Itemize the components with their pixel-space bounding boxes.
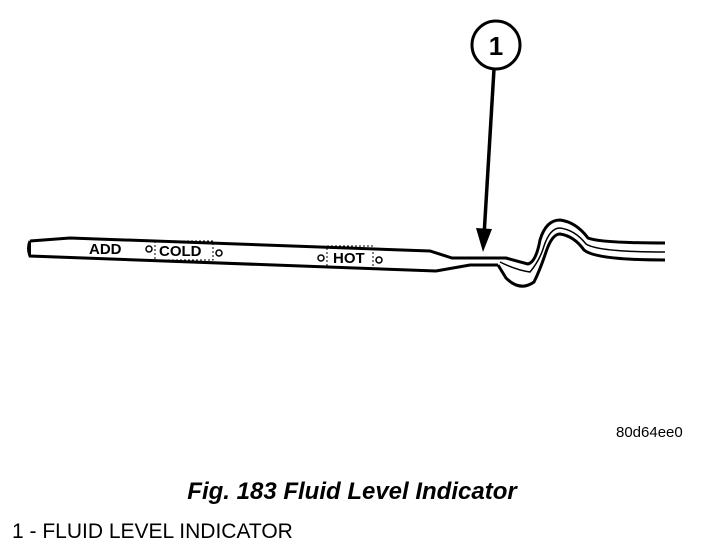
- cold-mark-label: COLD: [159, 243, 202, 260]
- dipstick-handle-wire-inner: [496, 232, 666, 288]
- dipstick-handle-wire-middle: [499, 227, 666, 273]
- hot-zone-left-dot: [317, 254, 325, 262]
- dipstick-blade-top-edge: [29, 236, 498, 260]
- callout-circle: [470, 19, 522, 71]
- callout-leader-line: [482, 68, 496, 237]
- dipstick-handle-wire-outer: [490, 218, 666, 266]
- hot-zone-right-dot: [375, 256, 383, 264]
- callout-number: 1: [489, 31, 503, 61]
- figure-legend: 1 - FLUID LEVEL INDICATOR: [12, 520, 293, 543]
- image-code-label: 80d64ee0: [616, 424, 683, 441]
- add-mark-label: ADD: [89, 241, 122, 258]
- hot-mark-label: HOT: [333, 250, 365, 267]
- hot-zone-crosshatch: [326, 245, 374, 269]
- cold-zone-crosshatch: [154, 240, 214, 261]
- figure-title: Fig. 183 Fluid Level Indicator: [187, 478, 517, 505]
- cold-zone-right-dot: [215, 249, 223, 257]
- callout-arrowhead: [476, 228, 492, 252]
- cold-zone-left-dot: [145, 245, 153, 253]
